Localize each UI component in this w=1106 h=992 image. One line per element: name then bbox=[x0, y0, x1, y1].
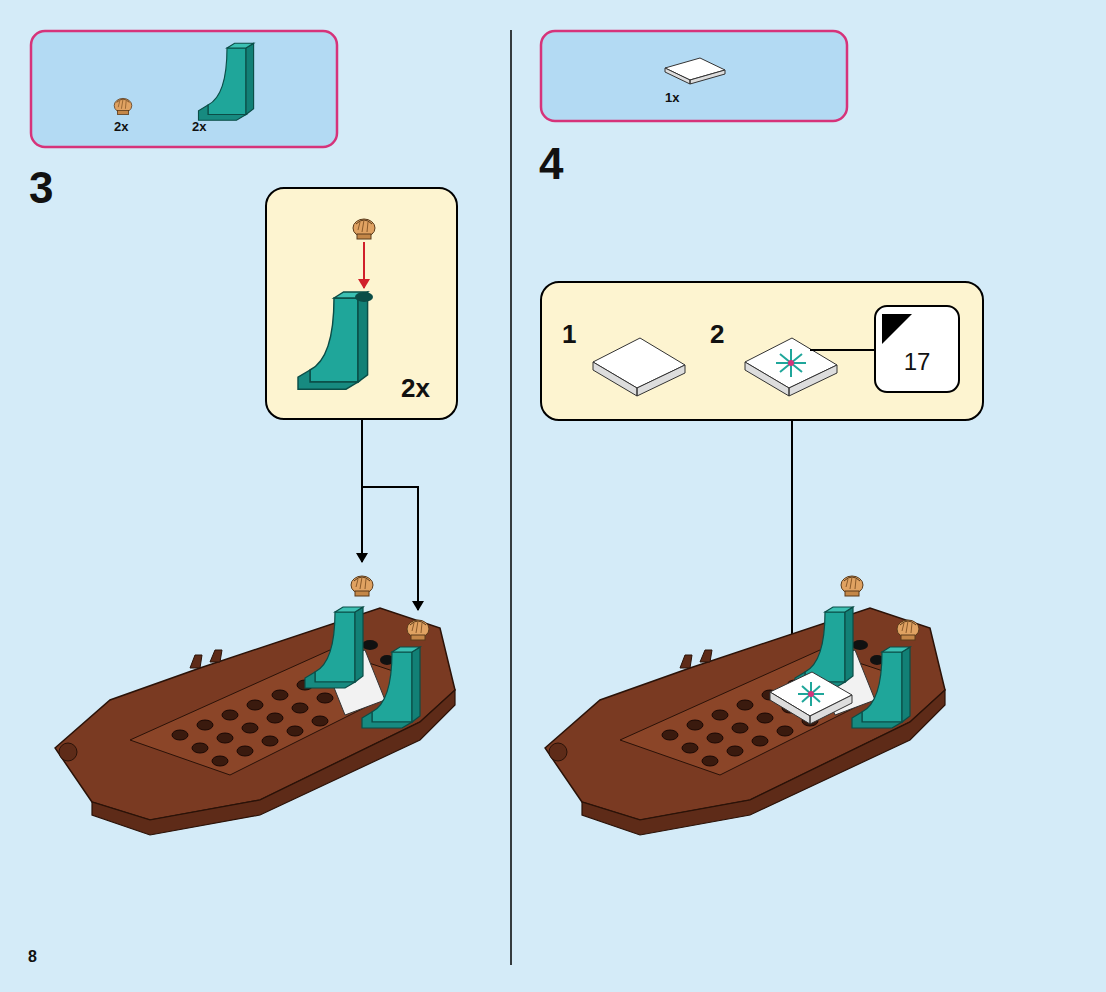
step-callout: 2x bbox=[265, 187, 458, 420]
page-number: 8 bbox=[28, 949, 37, 965]
step-number: 4 bbox=[539, 142, 563, 186]
step-number: 3 bbox=[29, 166, 53, 210]
sticker-number: 17 bbox=[904, 350, 931, 374]
part-quantity: 2x bbox=[114, 120, 128, 133]
sub-step-number: 2 bbox=[710, 321, 724, 347]
parts-list-box: 2x 2x bbox=[30, 30, 338, 148]
sub-step-number: 1 bbox=[562, 321, 576, 347]
step-callout: 1 2 17 bbox=[540, 281, 984, 421]
part-quantity: 1x bbox=[665, 91, 679, 104]
sticker-box: 17 bbox=[874, 305, 960, 393]
part-quantity: 2x bbox=[401, 375, 430, 401]
parts-list-box: 1x bbox=[540, 30, 848, 122]
part-quantity: 2x bbox=[192, 120, 206, 133]
